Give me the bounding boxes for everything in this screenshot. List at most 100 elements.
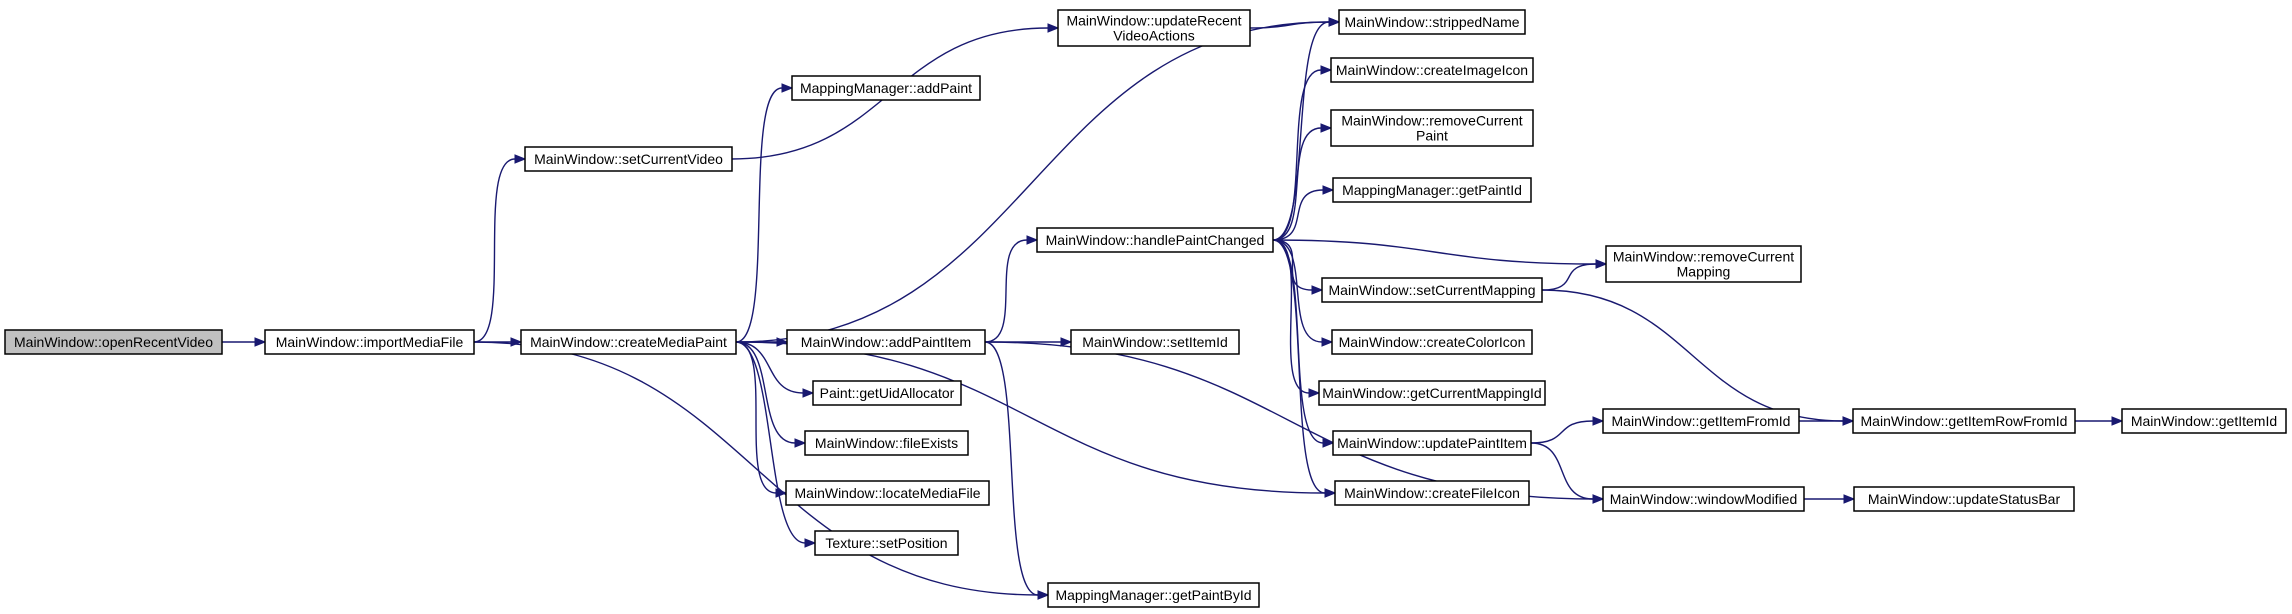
node-box (1318, 380, 1546, 406)
node-label: MainWindow::getItemRowFromId (1861, 413, 2068, 429)
edge-line (735, 21, 1330, 343)
call-edge (735, 341, 807, 448)
node-box (1602, 408, 1800, 434)
call-edge (473, 341, 1050, 600)
edge-line (1530, 420, 1594, 444)
node-box (1602, 486, 1805, 512)
arrowhead-icon (1311, 285, 1324, 295)
node-label: MappingManager::getPaintById (1055, 587, 1251, 603)
node-createMediaPaint[interactable]: MainWindow::createMediaPaint (520, 329, 737, 355)
node-setPosition[interactable]: Texture::setPosition (814, 530, 959, 556)
edge-line (1272, 239, 1597, 265)
node-box (1070, 329, 1240, 355)
node-label: MappingManager::getPaintId (1342, 182, 1522, 198)
node-getUidAllocator[interactable]: Paint::getUidAllocator (812, 380, 962, 406)
node-box (804, 430, 969, 456)
node-updateStatusBar[interactable]: MainWindow::updateStatusBar (1853, 486, 2075, 512)
arrowhead-icon (1320, 65, 1333, 75)
call-edge (1272, 239, 1608, 269)
node-importMediaFile[interactable]: MainWindow::importMediaFile (264, 329, 475, 355)
edge-line (1272, 189, 1324, 241)
node-getItemId[interactable]: MainWindow::getItemId (2121, 408, 2287, 434)
node-updatePaintItem[interactable]: MainWindow::updatePaintItem (1332, 430, 1532, 456)
call-edge (1272, 123, 1333, 241)
edge-layer (221, 17, 2124, 600)
node-handlePaintChanged[interactable]: MainWindow::handlePaintChanged (1036, 227, 1274, 253)
node-createColorIcon[interactable]: MainWindow::createColorIcon (1331, 329, 1533, 355)
node-label: MainWindow::getItemFromId (1612, 413, 1791, 429)
node-box (1047, 582, 1260, 608)
node-label: MainWindow::addPaintItem (801, 334, 971, 350)
node-box (814, 530, 959, 556)
node-box (1321, 277, 1543, 303)
edge-line (1272, 127, 1322, 241)
node-box (1330, 57, 1534, 83)
node-addPaintItem[interactable]: MainWindow::addPaintItem (786, 329, 986, 355)
node-createFileIcon[interactable]: MainWindow::createFileIcon (1334, 480, 1530, 506)
arrowhead-icon (1321, 337, 1334, 347)
edge-line (473, 158, 516, 343)
call-edge (1530, 442, 1605, 504)
edge-line (1272, 239, 1323, 343)
node-label: MainWindow::getItemId (2131, 413, 2277, 429)
node-box (1853, 486, 2075, 512)
node-getPaintId[interactable]: MappingManager::getPaintId (1332, 177, 1532, 203)
node-getCurrentMappingId[interactable]: MainWindow::getCurrentMappingId (1318, 380, 1546, 406)
edge-line (1272, 69, 1322, 241)
arrowhead-icon (1595, 259, 1608, 269)
arrowhead-icon (1037, 590, 1050, 600)
node-label: MainWindow::openRecentVideo (14, 334, 213, 350)
edge-line (735, 341, 1326, 494)
node-strippedName[interactable]: MainWindow::strippedName (1338, 9, 1526, 35)
node-box (785, 480, 990, 506)
arrowhead-icon (254, 337, 267, 347)
arrowhead-icon (1322, 185, 1335, 195)
node-openRecentVideo[interactable]: MainWindow::openRecentVideo (4, 329, 223, 355)
call-edge (735, 17, 1341, 343)
node-label: Paint::getUidAllocator (820, 385, 955, 401)
arrowhead-icon (1592, 494, 1605, 504)
arrowhead-icon (514, 154, 527, 164)
node-locateMediaFile[interactable]: MainWindow::locateMediaFile (785, 480, 990, 506)
edge-line (1272, 239, 1310, 394)
call-edge (735, 341, 817, 548)
node-layer: MainWindow::openRecentVideo MainWindow::i… (4, 9, 2287, 608)
arrowhead-icon (1328, 17, 1341, 27)
node-windowModified[interactable]: MainWindow::windowModified (1602, 486, 1805, 512)
node-setCurrentMapping[interactable]: MainWindow::setCurrentMapping (1321, 277, 1543, 303)
node-getPaintById[interactable]: MappingManager::getPaintById (1047, 582, 1260, 608)
node-setCurrentVideo[interactable]: MainWindow::setCurrentVideo (524, 146, 733, 172)
call-edge (1272, 65, 1333, 241)
node-getItemFromId[interactable]: MainWindow::getItemFromId (1602, 408, 1800, 434)
arrowhead-icon (1320, 123, 1333, 133)
node-label: MainWindow::setItemId (1082, 334, 1228, 350)
call-edge (1272, 239, 1324, 295)
node-fileExists[interactable]: MainWindow::fileExists (804, 430, 969, 456)
node-label: MainWindow::updateStatusBar (1868, 491, 2061, 507)
arrowhead-icon (804, 538, 817, 548)
node-mmAddPaint[interactable]: MappingManager::addPaint (791, 75, 981, 101)
node-setItemId[interactable]: MainWindow::setItemId (1070, 329, 1240, 355)
call-edge (1530, 416, 1605, 444)
arrowhead-icon (1592, 416, 1605, 426)
call-edge (1541, 289, 1855, 426)
call-edge (735, 341, 815, 398)
node-label: MainWindow::updateRecent (1066, 13, 1241, 29)
node-box (1036, 227, 1274, 253)
node-label: MainWindow::windowModified (1610, 491, 1798, 507)
node-box (1330, 109, 1534, 147)
arrowhead-icon (1026, 235, 1039, 245)
edge-line (984, 341, 1594, 500)
edge-line (984, 239, 1028, 343)
call-edge (1272, 239, 1334, 347)
arrowhead-icon (1843, 494, 1856, 504)
call-edge (984, 341, 1050, 600)
node-getItemRowFromId[interactable]: MainWindow::getItemRowFromId (1852, 408, 2076, 434)
node-label: MainWindow::setCurrentVideo (534, 151, 723, 167)
node-createImageIcon[interactable]: MainWindow::createImageIcon (1330, 57, 1534, 83)
edge-line (984, 341, 1039, 596)
edge-line (735, 341, 804, 394)
